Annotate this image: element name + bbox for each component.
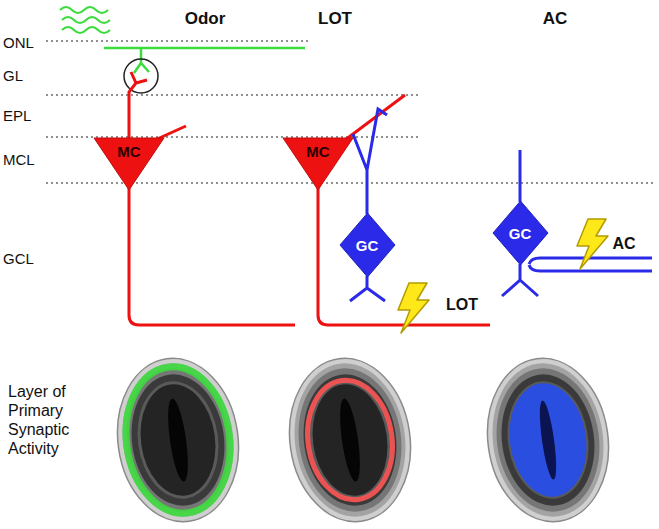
cell-outline — [94, 138, 164, 190]
layer-label: GL — [3, 66, 23, 85]
cell-label: GC — [509, 225, 532, 242]
mitral-cell: MC — [94, 138, 164, 190]
granule-processes — [350, 109, 652, 301]
granule-cell: GC — [493, 201, 548, 265]
cell-outline — [493, 201, 548, 265]
cell-label: MC — [306, 143, 329, 160]
cell-outline — [283, 138, 353, 190]
stimulus-label: LOT — [446, 295, 478, 314]
cell-label: MC — [117, 143, 140, 160]
bulb-section — [279, 350, 421, 529]
stimulus-bolt — [577, 219, 608, 269]
layer-label: ONL — [3, 33, 34, 52]
stimulus-bolt — [398, 283, 429, 333]
mitral-cell: MC — [283, 138, 353, 190]
column-heading: Odor — [185, 9, 226, 28]
cell-outline — [340, 213, 395, 277]
glomerulus — [124, 59, 158, 93]
granule-cell: GC — [340, 213, 395, 277]
bulb-section — [477, 350, 619, 529]
cell-label: GC — [356, 237, 379, 254]
row-label: Layer of Primary Synaptic Activity — [8, 382, 104, 458]
layer-label: GCL — [3, 249, 34, 268]
mitral-processes — [129, 72, 490, 325]
column-heading: AC — [543, 9, 568, 28]
odor-molecules — [60, 7, 110, 33]
layer-label: EPL — [3, 106, 31, 125]
bulb-section — [107, 350, 249, 529]
column-heading: LOT — [318, 9, 352, 28]
layer-label: MCL — [3, 150, 35, 169]
stimulus-label: AC — [612, 234, 635, 253]
